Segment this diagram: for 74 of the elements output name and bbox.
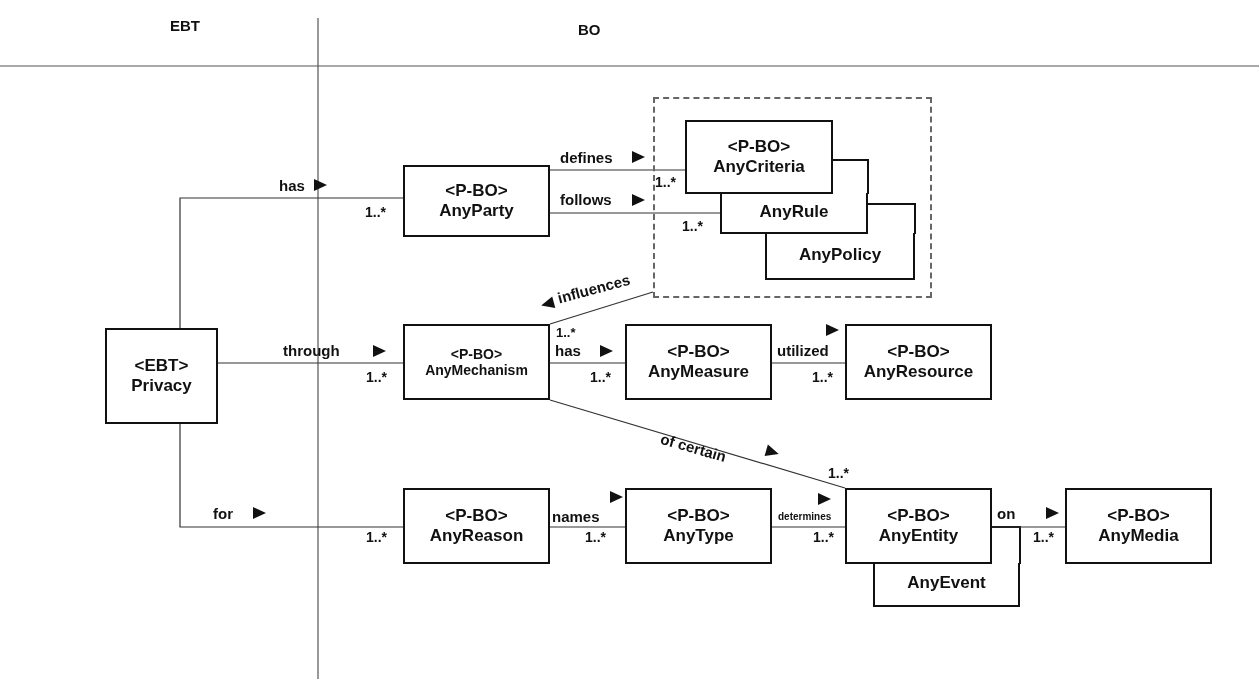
edge-label: names (552, 509, 600, 524)
association-line (217, 362, 404, 364)
class-name: AnyMechanism (424, 362, 529, 379)
stereotype-label: <P-BO> (444, 181, 509, 201)
multiplicity-label: 1..* (556, 326, 576, 339)
association-line (771, 362, 846, 364)
stereotype-label: <P-BO> (444, 506, 509, 526)
multiplicity-label: 1..* (655, 175, 676, 189)
association-line (549, 526, 626, 528)
stereotype-label: <P-BO> (666, 342, 731, 362)
stereotype-label: <EBT> (133, 356, 190, 376)
class-box (845, 324, 992, 400)
multiplicity-label: 1..* (366, 530, 387, 544)
class-name: AnyParty (438, 201, 515, 221)
multiplicity-label: 1..* (828, 466, 849, 480)
class-box (625, 488, 772, 564)
class-name: AnyReason (428, 526, 525, 546)
class-box (1065, 488, 1212, 564)
class-name: Privacy (130, 376, 193, 396)
stereotype-label: <P-BO> (886, 342, 951, 362)
multiplicity-label: 1..* (1033, 530, 1054, 544)
association-line (179, 423, 404, 528)
class-box (625, 324, 772, 400)
stereotype-label: <P-BO> (726, 137, 792, 157)
class-box (720, 193, 868, 234)
stereotype-label: <P-BO> (449, 345, 504, 362)
class-name: AnyEntity (877, 526, 960, 546)
dashed-group-box (653, 97, 932, 298)
class-name: AnyEvent (906, 573, 987, 593)
stereotype-label: <P-BO> (666, 506, 731, 526)
association-line (549, 399, 846, 489)
class-name: AnyType (662, 526, 735, 546)
association-line (549, 362, 626, 364)
edge-label: determines (778, 512, 832, 522)
class-name: AnyRule (758, 201, 830, 222)
multiplicity-label: 1..* (590, 370, 611, 384)
class-name: AnyCriteria (712, 157, 806, 177)
association-line (549, 169, 686, 171)
class-box (845, 488, 992, 564)
edge-label: through (283, 343, 340, 358)
association-line (991, 526, 1066, 528)
edge-label: has (279, 178, 305, 193)
association-line (771, 526, 846, 528)
multiplicity-label: 1..* (813, 530, 834, 544)
class-box (403, 324, 550, 400)
multiplicity-label: 1..* (812, 370, 833, 384)
stereotype-label: <P-BO> (886, 506, 951, 526)
multiplicity-label: 1..* (585, 530, 606, 544)
edge-label: for (213, 506, 233, 521)
class-name: AnyResource (862, 362, 975, 382)
class-box (873, 563, 1020, 607)
class-box (685, 120, 833, 194)
association-line (549, 212, 721, 214)
lane-title: EBT (170, 18, 200, 33)
class-name: AnyMeasure (646, 362, 751, 382)
class-box (765, 233, 915, 280)
multiplicity-label: 1..* (366, 370, 387, 384)
edge-label: utilized (777, 343, 829, 358)
edge-label: defines (560, 150, 613, 165)
class-box (105, 328, 218, 424)
class-box (403, 488, 550, 564)
class-name: AnyMedia (1097, 526, 1180, 546)
class-box (403, 165, 550, 237)
association-line (179, 197, 404, 329)
edge-label: of certain (658, 431, 728, 465)
class-name: AnyPolicy (797, 244, 883, 265)
association-line (549, 291, 654, 325)
edge-label: follows (560, 192, 612, 207)
multiplicity-label: 1..* (682, 219, 703, 233)
lane-title: BO (578, 22, 601, 37)
edge-label: has (555, 343, 581, 358)
edge-label: on (997, 506, 1016, 521)
multiplicity-label: 1..* (365, 205, 386, 219)
stereotype-label: <P-BO> (1106, 506, 1171, 526)
